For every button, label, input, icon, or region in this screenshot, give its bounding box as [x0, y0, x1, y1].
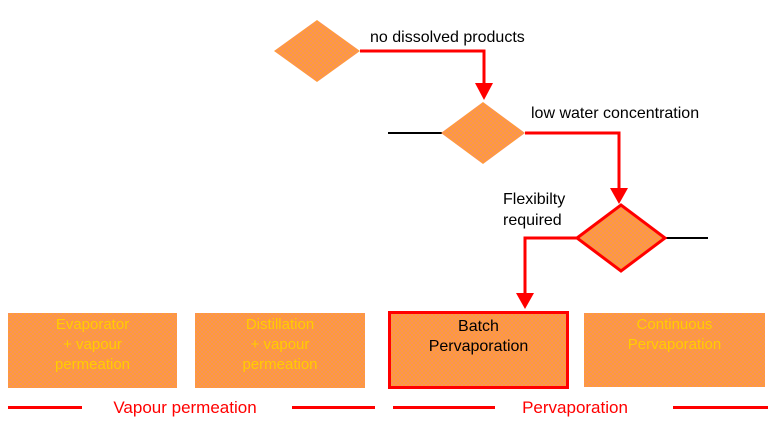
outcome-line: Distillation	[245, 316, 315, 333]
outcome-line: permeation	[54, 356, 131, 373]
arrowhead-batch-icon	[516, 293, 534, 309]
outcome-line: Continuous	[636, 316, 713, 333]
arrow-decision2-to-decision3	[525, 131, 621, 189]
category-label-pervaporation: Pervaporation	[522, 398, 628, 417]
outcome-box-evaporator-vapour-permeation: Evaporator + vapour permeation	[8, 313, 177, 388]
outcome-line: Evaporator	[55, 316, 130, 333]
category-dash-left-2	[393, 406, 495, 409]
arrowhead-decision3-icon	[610, 188, 628, 204]
arrow-decision1-to-decision2	[360, 49, 486, 84]
decision-diamond-3-highlighted	[574, 203, 668, 273]
category-dash-right-1	[292, 406, 375, 409]
annotation-low-water-concentration: low water concentration	[531, 105, 700, 122]
outcome-line: Batch	[458, 318, 499, 335]
category-dash-left-1	[8, 406, 82, 409]
annotation-flexibility-line2: required	[503, 212, 562, 229]
outcome-line: Pervaporation	[428, 338, 529, 355]
outcome-line: + vapour	[250, 336, 310, 353]
outcome-line: permeation	[242, 356, 318, 373]
decision-diamond-1	[274, 20, 360, 82]
outcome-box-batch-pervaporation-selected: Batch Pervaporation	[388, 311, 569, 389]
category-label-vapour-permeation: Vapour permeation	[113, 398, 257, 417]
decision-diamond-2	[441, 102, 525, 164]
category-dash-right-2	[673, 406, 768, 409]
arrowhead-decision2-icon	[475, 83, 493, 100]
annotation-flexibility-line1: Flexibilty	[503, 191, 566, 208]
outcome-line: + vapour	[63, 336, 122, 353]
arrow-decision3-to-batch	[523, 236, 577, 294]
outcome-box-continuous-pervaporation: Continuous Pervaporation	[584, 313, 765, 387]
annotation-flexibility-required: Flexibilty required	[503, 189, 565, 231]
annotation-no-dissolved-products: no dissolved products	[370, 29, 525, 46]
outcome-line: Pervaporation	[627, 336, 722, 353]
outcome-box-distillation-vapour-permeation: Distillation + vapour permeation	[195, 313, 365, 388]
